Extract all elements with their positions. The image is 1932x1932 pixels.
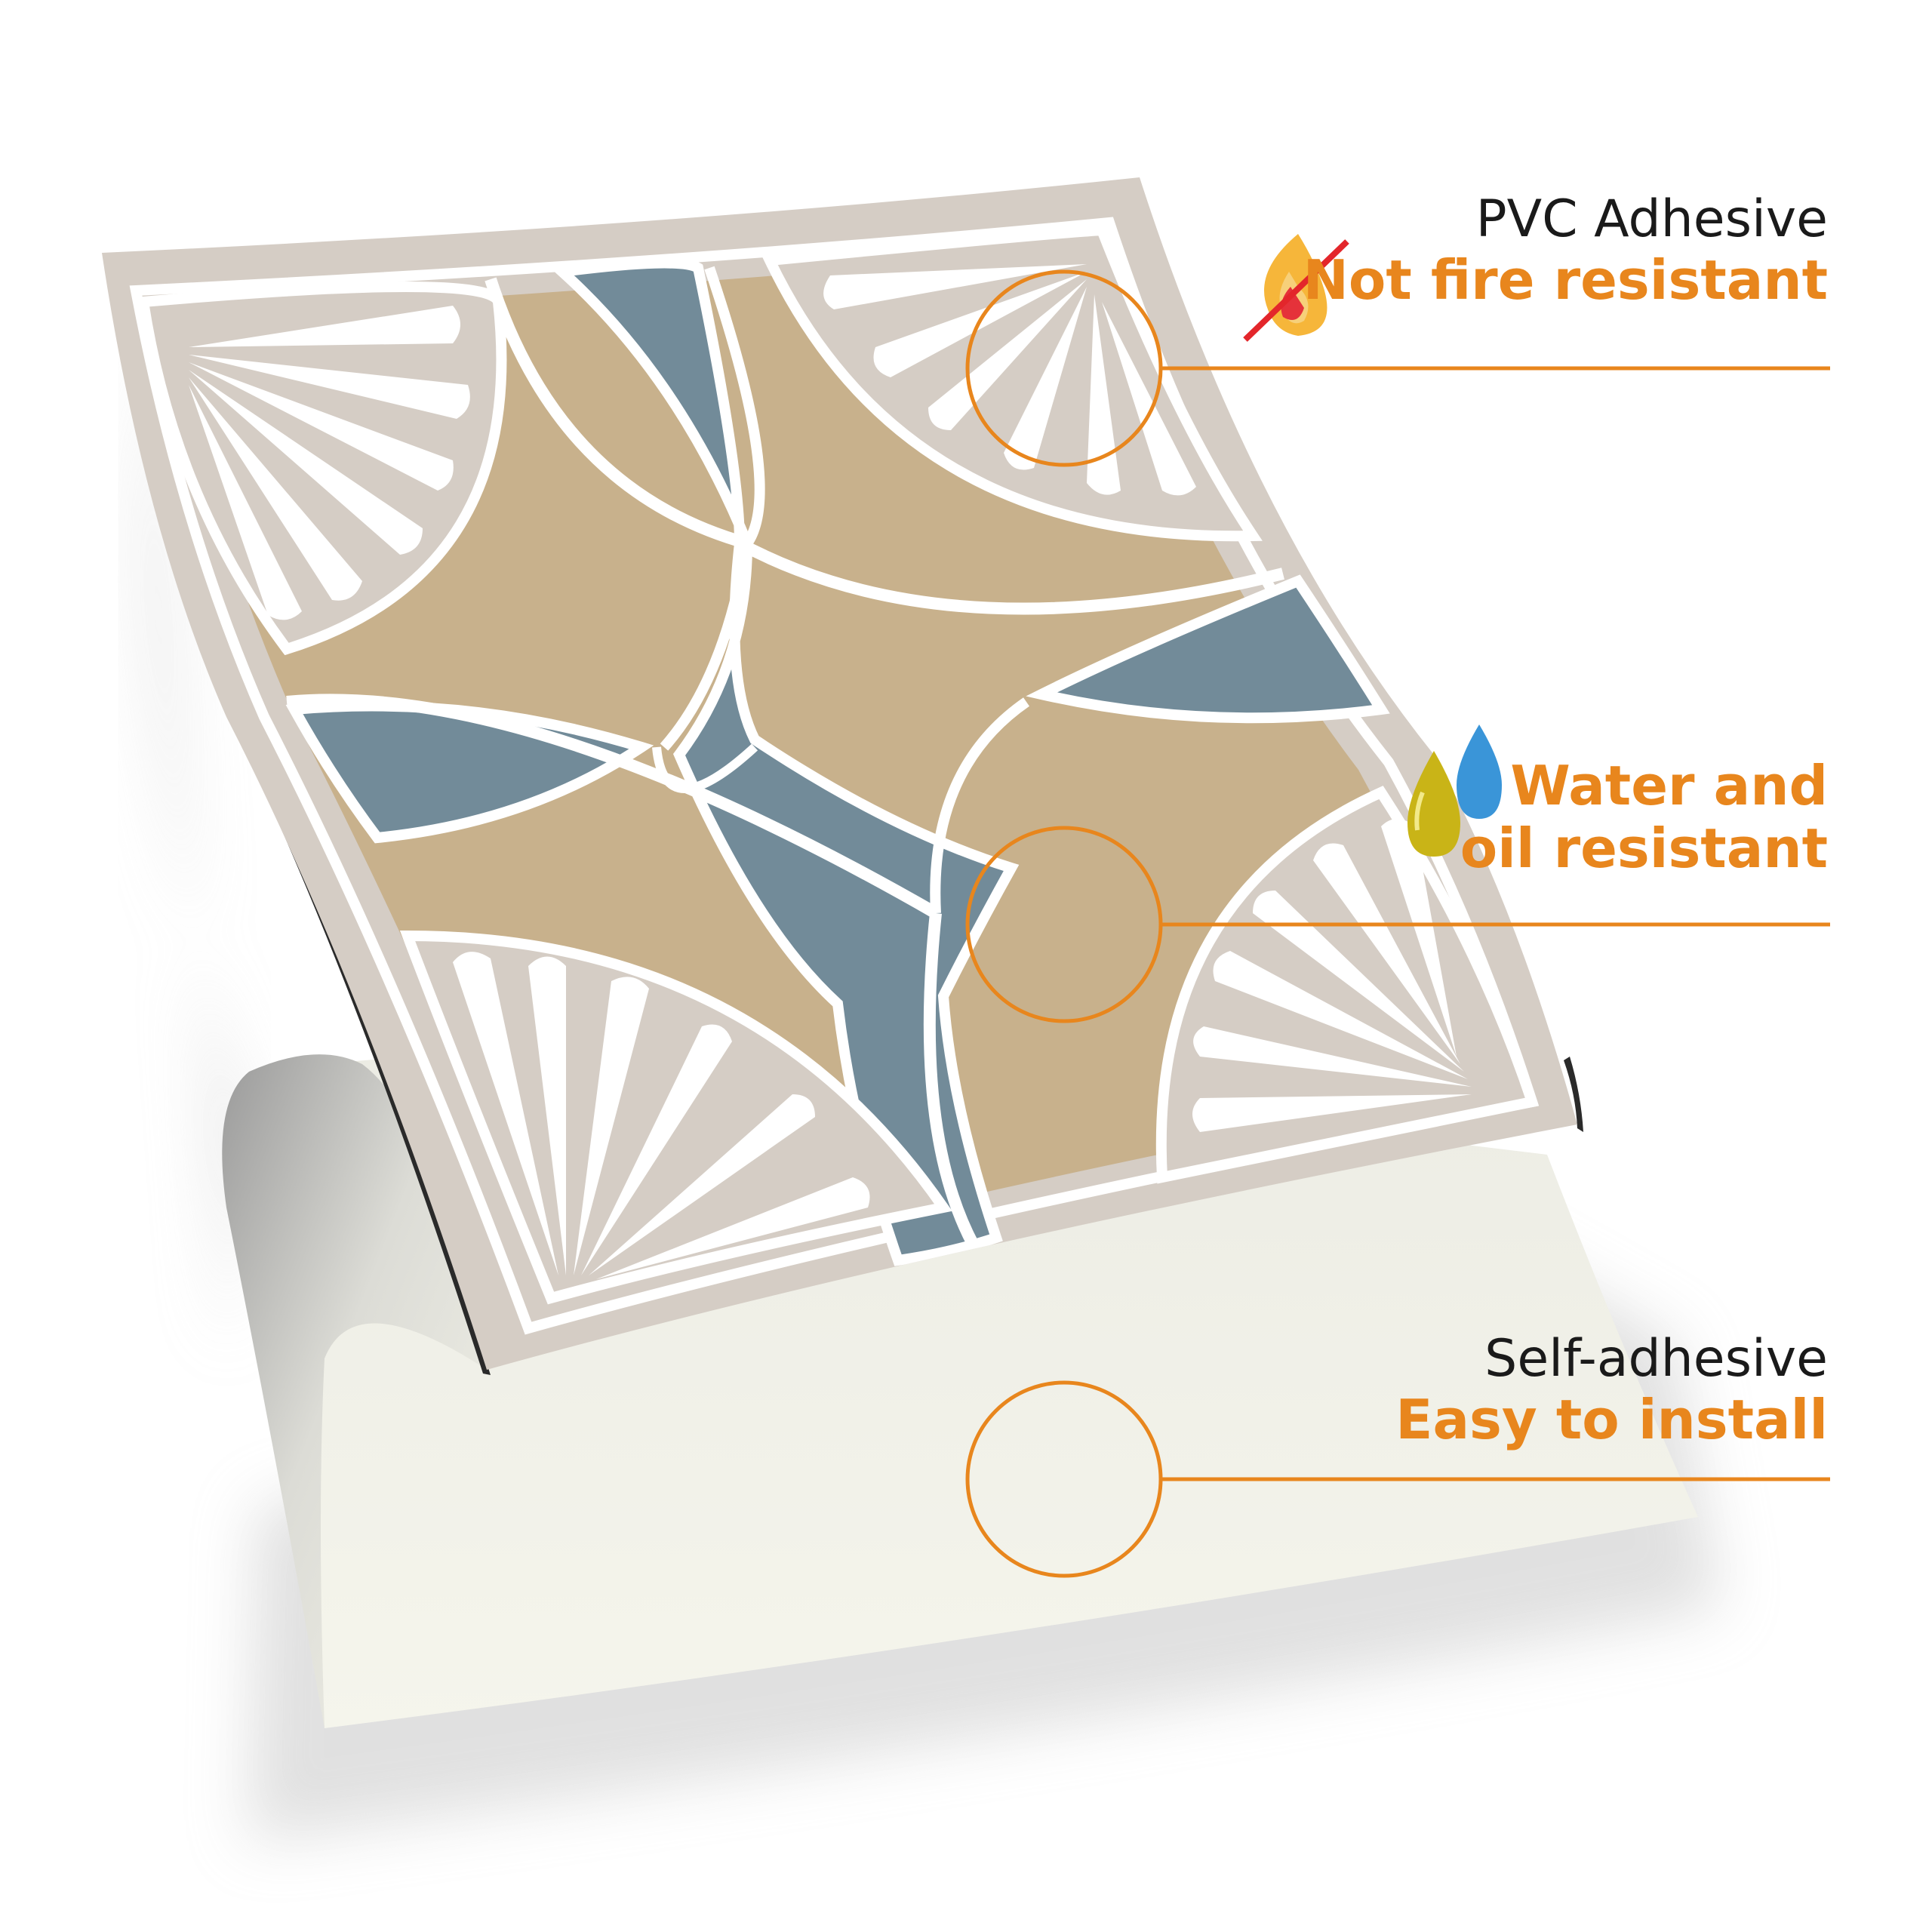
corner-fan-top-right (761, 224, 1263, 542)
feature-title: Self-adhesive (1484, 1329, 1828, 1389)
feature-self-adhesive: Self-adhesive Easy to install (1395, 1329, 1828, 1452)
water-oil-drops-icon (1407, 724, 1502, 857)
feature-subtitle: Not fire resistant (1303, 248, 1828, 312)
feature-subtitle-line-1: Water and (1510, 754, 1828, 817)
feature-subtitle-line-2: oil resistant (1460, 816, 1828, 880)
callout-fire (965, 269, 1830, 467)
corner-fan-top-left (137, 281, 507, 656)
feature-fire: PVC Adhesive Not fire resistant (1303, 189, 1828, 312)
callout-self-adhesive (965, 1380, 1830, 1578)
callout-water-oil (965, 826, 1830, 1023)
corner-fan-bottom-left (399, 930, 952, 1305)
feature-title: PVC Adhesive (1475, 189, 1828, 249)
feature-subtitle: Easy to install (1395, 1388, 1828, 1452)
no-fire-icon (1243, 234, 1349, 342)
tile-sticker (102, 177, 1583, 1375)
feature-water-oil: Water and oil resistant (1460, 755, 1828, 880)
corner-fan-bottom-right (1155, 786, 1540, 1184)
